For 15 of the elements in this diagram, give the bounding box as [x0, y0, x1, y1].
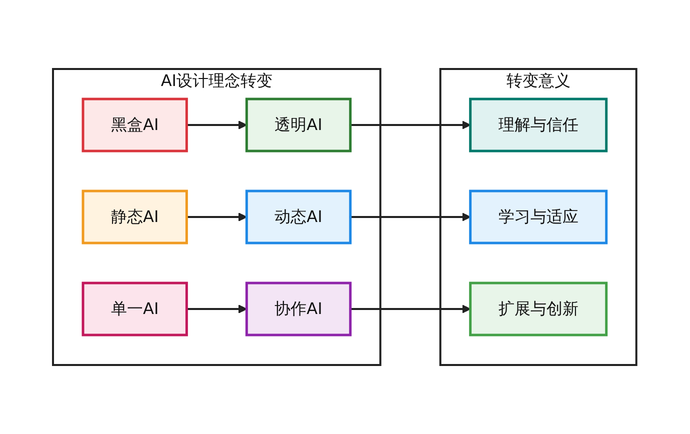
node-box: 理解与信任 — [469, 98, 608, 152]
arrow — [350, 212, 472, 222]
node-box: 学习与适应 — [469, 190, 608, 244]
node-box: 扩展与创新 — [469, 282, 608, 336]
arrow — [350, 304, 472, 314]
node-box: 协作AI — [246, 282, 352, 336]
node-box: 静态AI — [82, 190, 188, 244]
arrow — [187, 120, 248, 130]
node-box: 黑盒AI — [82, 98, 188, 152]
node-box: 透明AI — [246, 98, 352, 152]
arrow — [187, 212, 248, 222]
node-box: 动态AI — [246, 190, 352, 244]
arrow — [187, 304, 248, 314]
arrow — [350, 120, 472, 130]
node-box: 单一AI — [82, 282, 188, 336]
